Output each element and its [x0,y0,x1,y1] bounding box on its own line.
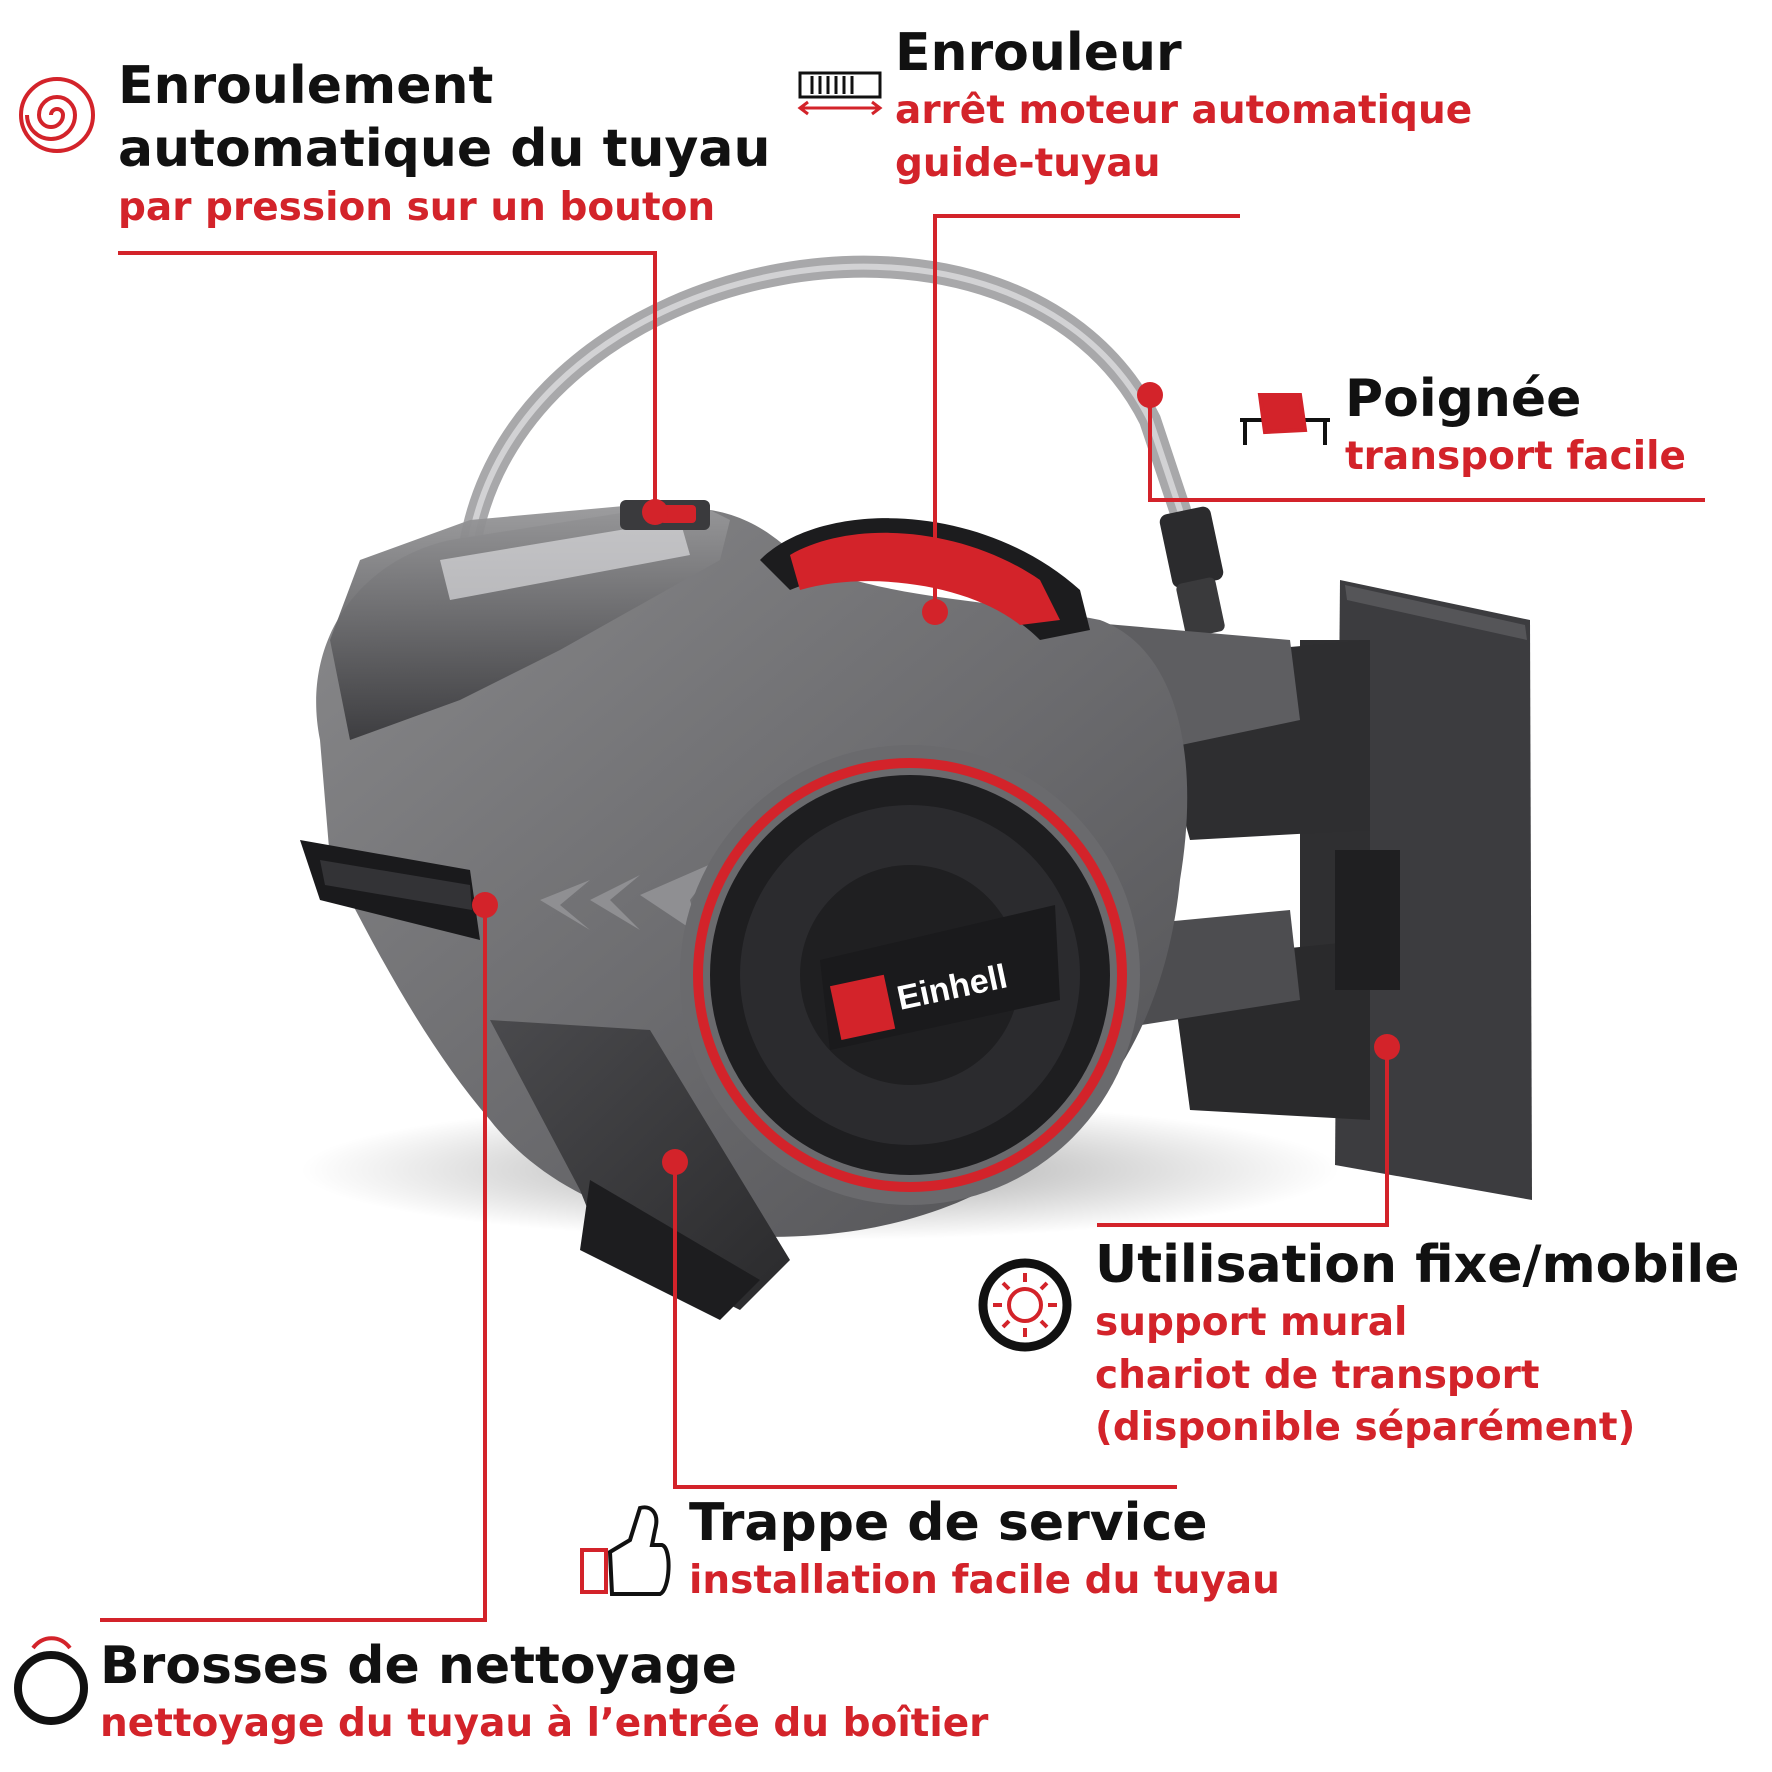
feature-subtitle: transport facile [1345,434,1686,480]
feature-trappe: Trappe de service installation facile du… [689,1492,1280,1608]
feature-brosses: Brosses de nettoyage nettoyage du tuyau … [100,1635,988,1751]
wheel-icon [978,1258,1072,1352]
brush-ring-icon [14,1636,88,1725]
feature-title: Brosses de nettoyage [100,1636,738,1696]
hose-guide-icon [797,71,883,116]
feature-title: Trappe de service [689,1493,1208,1553]
feature-subtitle: arrêt moteur automatique [895,88,1473,134]
einhell-logo: Einhell [820,905,1060,1050]
feature-subtitle: chariot de transport [1095,1352,1540,1398]
feature-subtitle: par pression sur un bouton [118,184,716,230]
feature-poignee: Poignée transport facile [1345,368,1686,484]
spiral-icon [19,77,95,153]
feature-title: Poignée [1345,369,1582,429]
thumbs-up-icon [580,1505,671,1596]
callout-dots [472,382,1400,1175]
feature-subtitle: (disponible séparément) [1095,1404,1636,1450]
feature-utilisation: Utilisation fixe/mobile support mural ch… [1095,1234,1740,1454]
feature-enroulement: Enroulement automatique du tuyau par pre… [118,55,771,234]
lower-shell [490,1020,790,1310]
hose [459,255,1191,556]
feature-title: automatique du tuyau [118,119,771,180]
feature-subtitle: support mural [1095,1300,1408,1346]
feature-subtitle: guide-tuyau [895,140,1161,186]
feature-enrouleur: Enrouleur arrêt moteur automatique guide… [895,22,1472,190]
leader-lines [100,214,1705,1622]
chevron-decoration [540,860,720,935]
handle-grip-icon [1240,393,1330,445]
hose-connector [1159,506,1225,638]
feature-subtitle: installation facile du tuyau [689,1558,1280,1604]
feature-title: Enrouleur [895,23,1182,83]
feature-subtitle: nettoyage du tuyau à l’entrée du boîtier [100,1701,989,1747]
feature-title: Enroulement [118,56,494,116]
feature-title: Utilisation fixe/mobile [1095,1235,1740,1295]
